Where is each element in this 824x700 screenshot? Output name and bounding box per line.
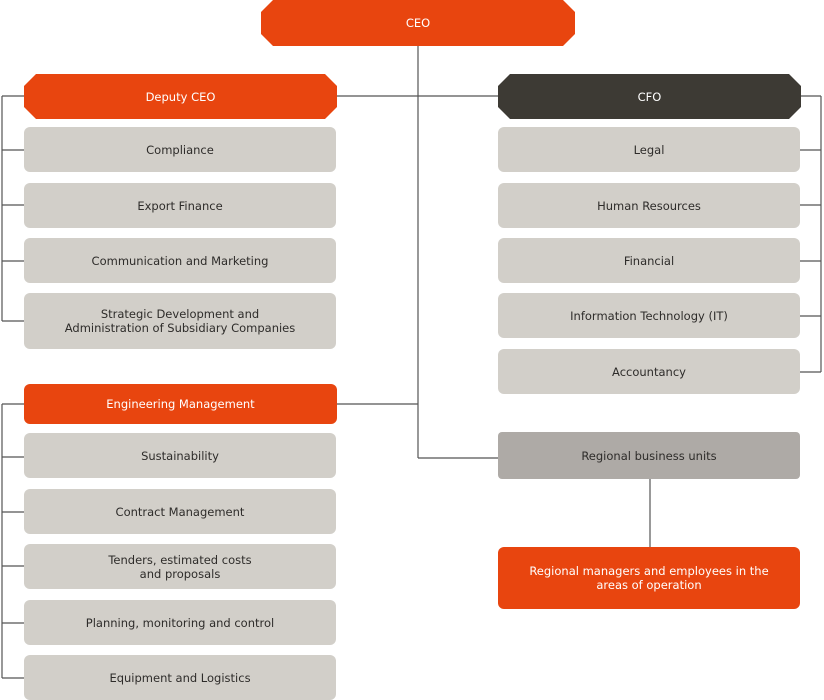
cfo-label: CFO	[637, 89, 662, 104]
regional-business-units-box: Regional business units	[498, 432, 800, 479]
ceo-box: CEO	[261, 0, 575, 46]
engineering-management-box: Engineering Management	[24, 384, 337, 424]
unit-strategic-development: Strategic Development and Administration…	[24, 293, 336, 349]
unit-planning: Planning, monitoring and control	[24, 600, 336, 645]
unit-information-technology: Information Technology (IT)	[498, 293, 800, 338]
unit-sustainability: Sustainability	[24, 433, 336, 478]
unit-communication-marketing: Communication and Marketing	[24, 238, 336, 283]
unit-human-resources: Human Resources	[498, 183, 800, 228]
unit-compliance: Compliance	[24, 127, 336, 172]
deputy-ceo-label: Deputy CEO	[145, 89, 216, 104]
unit-tenders: Tenders, estimated costs and proposals	[24, 544, 336, 589]
unit-accountancy: Accountancy	[498, 349, 800, 394]
unit-financial: Financial	[498, 238, 800, 283]
unit-equipment-logistics: Equipment and Logistics	[24, 655, 336, 700]
engineering-management-label: Engineering Management	[106, 397, 255, 411]
unit-contract-management: Contract Management	[24, 489, 336, 534]
unit-legal: Legal	[498, 127, 800, 172]
deputy-ceo-box: Deputy CEO	[24, 74, 337, 119]
regional-managers-box: Regional managers and employees in the a…	[498, 547, 800, 609]
cfo-box: CFO	[498, 74, 801, 119]
unit-export-finance: Export Finance	[24, 183, 336, 228]
ceo-label: CEO	[405, 16, 431, 30]
